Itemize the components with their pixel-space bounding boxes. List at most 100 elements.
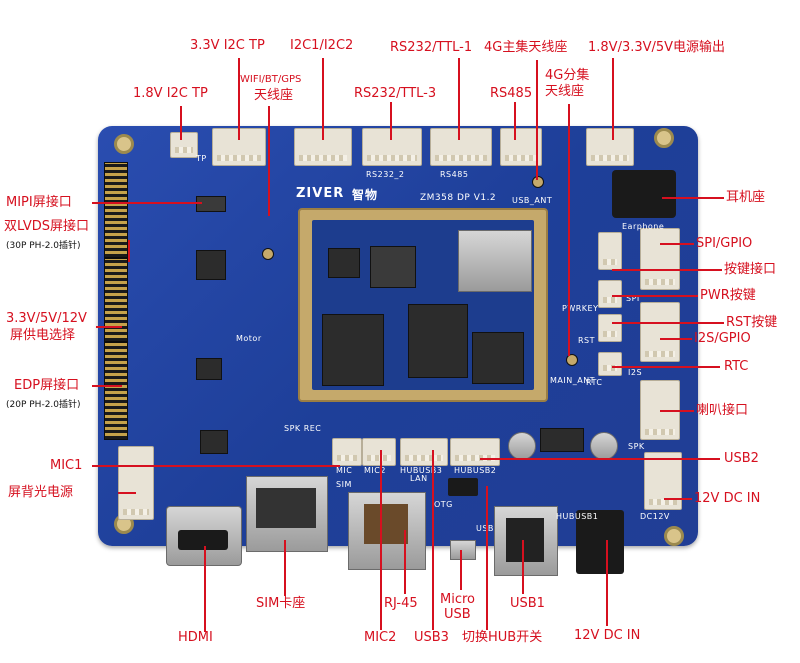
leader-line <box>514 102 516 140</box>
label-4g-main-antenna: 4G主集天线座 <box>484 40 568 55</box>
label-rs232-ttl-1: RS232/TTL-1 <box>390 40 473 55</box>
label-key-interface: 按键接口 <box>724 262 777 277</box>
dc-jack <box>576 510 624 574</box>
silk-hubusb3: HUBUSB3 <box>400 466 443 475</box>
dc-in-connector <box>644 452 682 510</box>
leader-line <box>522 540 524 594</box>
leader-line <box>322 58 324 140</box>
usb2-header <box>450 438 500 466</box>
label-mipi: MIPI屏接口 <box>6 195 72 210</box>
label-screen-power: 3.3V/5V/12V <box>6 311 87 326</box>
label-pwr-key: PWR按键 <box>700 288 756 303</box>
silk-main-ant: MAIN_ANT <box>550 376 596 385</box>
lvds-header-2 <box>104 258 128 342</box>
label-headphone: 耳机座 <box>726 190 766 205</box>
silk-i2s: I2S <box>628 368 643 377</box>
label-rs232-ttl-3: RS232/TTL-3 <box>354 86 437 101</box>
label-dc-in-bottom: 12V DC IN <box>574 628 641 643</box>
leader-line <box>660 338 692 340</box>
rf-shield <box>458 230 532 292</box>
mic2-connector <box>362 438 396 466</box>
i2s-connector <box>640 302 680 362</box>
label-mic2: MIC2 <box>364 630 397 645</box>
label-usb2: USB2 <box>724 451 759 466</box>
label-usb3: USB3 <box>414 630 449 645</box>
label-rs485: RS485 <box>490 86 533 101</box>
leader-line <box>92 465 340 467</box>
silk-pwrkey: PWRKEY <box>562 304 599 313</box>
label-dc-in-right: 12V DC IN <box>694 491 761 506</box>
label-4g-div-antenna: 天线座 <box>545 84 585 99</box>
tp18-connector <box>170 132 198 158</box>
label-edp: EDP屏接口 <box>14 378 80 393</box>
silk-motor: Motor <box>236 334 262 343</box>
label-micro-usb-2: USB <box>444 607 471 622</box>
silk-hubusb2: HUBUSB2 <box>454 466 497 475</box>
4g-main-antenna-socket <box>532 176 544 188</box>
leader-line <box>460 550 462 590</box>
leader-line <box>612 295 698 297</box>
lvds-header <box>104 162 128 258</box>
silk-hubusb1: HUBUSB1 <box>556 512 599 521</box>
leader-line <box>118 492 136 494</box>
power-out-connector <box>586 128 634 166</box>
core-module-pcb <box>312 220 534 390</box>
leader-line <box>606 540 608 626</box>
edp-header <box>104 342 128 440</box>
label-4g-div: 4G分集 <box>545 68 590 83</box>
usb3-header <box>400 438 448 466</box>
mipi-connector <box>196 196 226 212</box>
leader-line <box>568 104 570 356</box>
label-edp-sub: (20P PH-2.0插针) <box>6 400 81 410</box>
leader-line <box>458 58 460 140</box>
spi-connector <box>640 228 680 290</box>
pmic-chip <box>472 332 524 384</box>
silk-dc12v: DC12V <box>640 512 670 521</box>
label-power-output: 1.8V/3.3V/5V电源输出 <box>588 40 726 55</box>
label-hub-switch: 切换HUB开关 <box>462 630 543 645</box>
label-rst-key: RST按键 <box>726 315 778 330</box>
silk-usb: USB <box>476 524 494 533</box>
mic1-connector <box>332 438 362 466</box>
leader-line <box>536 60 538 180</box>
silk-sim: SIM <box>336 480 352 489</box>
silk-rst: RST <box>578 336 596 345</box>
silk-rs232-2: RS232_2 <box>366 170 405 179</box>
silk-rtc: RTC <box>586 378 603 387</box>
silk-mic2: MIC2 <box>364 466 386 475</box>
leader-line <box>380 450 382 630</box>
leader-line <box>612 322 724 324</box>
leader-line <box>204 546 206 632</box>
label-rtc: RTC <box>724 359 749 374</box>
leader-line <box>268 106 270 216</box>
silk-spi: SPI <box>626 294 640 303</box>
4g-div-antenna-socket <box>566 354 578 366</box>
ic-chip <box>540 428 584 452</box>
silk-earphone: Earphone <box>622 222 665 231</box>
label-i2c1-i2c2: I2C1/I2C2 <box>290 38 354 53</box>
leader-line <box>390 102 392 140</box>
mount-hole <box>114 134 134 154</box>
leader-line <box>662 197 724 199</box>
leader-line <box>128 240 130 262</box>
label-wifi-antenna: 天线座 <box>254 88 294 103</box>
label-i2c-tp-18: 1.8V I2C TP <box>133 86 208 101</box>
leader-line <box>480 458 720 460</box>
brand-logo-cn: 智物 <box>352 188 379 202</box>
memory-chip <box>408 304 468 378</box>
rst-key-connector <box>598 314 622 342</box>
silk-spk-rec: SPK REC <box>284 424 322 433</box>
mount-hole <box>664 526 684 546</box>
key-connector <box>598 232 622 270</box>
leader-line <box>432 450 434 630</box>
rs485-connector <box>500 128 542 166</box>
brand-logo: ZIVER <box>296 186 345 201</box>
pwr-key-connector <box>598 280 622 308</box>
leader-line <box>238 58 240 140</box>
hub-switch <box>448 478 478 496</box>
silk-tp: TP <box>196 154 207 163</box>
label-micro-usb: Micro <box>440 592 475 607</box>
leader-line <box>612 58 614 140</box>
label-dual-lvds-sub: (30P PH-2.0插针) <box>6 241 81 251</box>
silk-otg: OTG <box>434 500 453 509</box>
